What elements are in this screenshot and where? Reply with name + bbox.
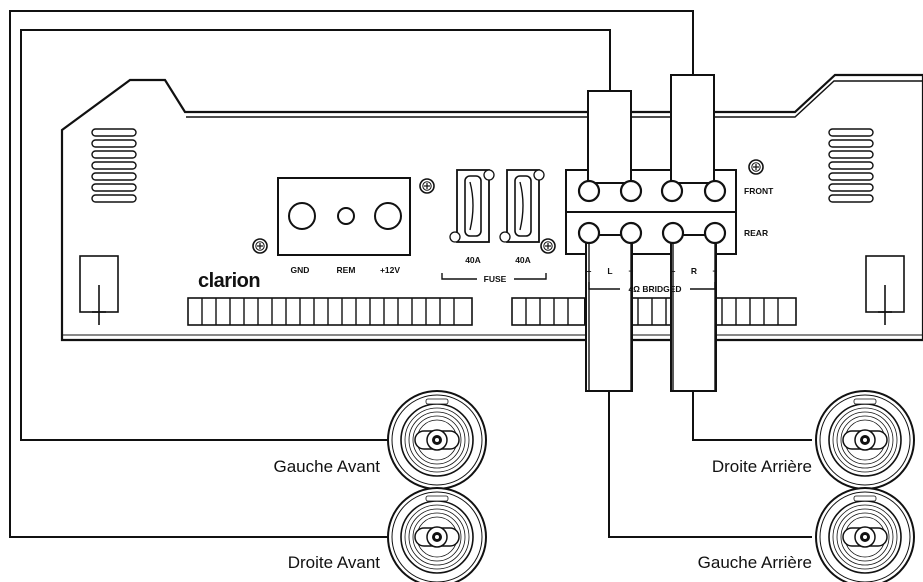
rear-left-speaker-icon xyxy=(815,487,915,582)
brand-logo: clarion xyxy=(198,270,260,292)
wire-front-right-outer xyxy=(9,10,694,538)
screw-icon xyxy=(748,159,764,175)
left-minus-mark: − xyxy=(629,266,634,276)
fuse-caption: FUSE xyxy=(484,274,507,284)
rear-left-wire-sleeve xyxy=(585,234,633,392)
front-right-speaker-icon xyxy=(387,487,487,582)
power-terminal-block xyxy=(277,177,411,256)
rear-right-wire-sleeve xyxy=(670,234,717,392)
speaker-label-front-right: Droite Avant xyxy=(288,553,381,572)
left-channel-letter: L xyxy=(607,266,612,276)
front-row-label: FRONT xyxy=(744,186,774,196)
front-left-plus-terminal-icon xyxy=(577,179,601,203)
12v-label: +12V xyxy=(380,265,400,275)
speaker-label-rear-right: Droite Arrière xyxy=(712,457,812,476)
left-heatsink-strip xyxy=(187,297,473,326)
wire-rear-right xyxy=(692,391,812,441)
12v-terminal-icon xyxy=(374,202,402,230)
front-right-minus-terminal-icon xyxy=(703,179,727,203)
fuse-2-rating: 40A xyxy=(515,255,531,265)
front-left-wire-sleeve xyxy=(587,90,632,184)
screw-icon xyxy=(252,238,268,254)
fuse-1-icon xyxy=(449,169,495,243)
rear-left-minus-terminal-icon xyxy=(619,221,643,245)
front-left-minus-terminal-icon xyxy=(619,179,643,203)
speaker-label-rear-left: Gauche Arrière xyxy=(698,553,812,572)
right-minus-mark: − xyxy=(713,266,718,276)
rear-right-speaker-icon xyxy=(815,390,915,490)
right-channel-letter: R xyxy=(691,266,697,276)
bridged-caption: 4Ω BRIDGED xyxy=(628,284,681,294)
rear-left-plus-terminal-icon xyxy=(577,221,601,245)
speaker-label-front-left: Gauche Avant xyxy=(274,457,381,476)
right-plus-mark: + xyxy=(671,266,676,276)
front-right-plus-terminal-icon xyxy=(660,179,684,203)
gnd-label: GND xyxy=(291,265,310,275)
wire-front-left-outer xyxy=(20,29,611,441)
amplifier-top-ridge xyxy=(186,80,923,118)
screw-icon xyxy=(540,238,556,254)
rem-terminal-icon xyxy=(337,207,355,225)
rem-label: REM xyxy=(337,265,356,275)
left-mount-clip-icon xyxy=(79,255,119,325)
wire-rear-left xyxy=(608,391,812,538)
front-right-wire-sleeve xyxy=(670,74,715,184)
fuse-bracket xyxy=(441,273,547,280)
right-mount-clip-icon xyxy=(865,255,905,325)
front-left-speaker-icon xyxy=(387,390,487,490)
right-heatsink-strip xyxy=(511,297,797,326)
rear-right-plus-terminal-icon xyxy=(661,221,685,245)
rear-right-minus-terminal-icon xyxy=(703,221,727,245)
left-plus-mark: + xyxy=(587,266,592,276)
fuse-1-rating: 40A xyxy=(465,255,481,265)
rear-row-label: REAR xyxy=(744,228,768,238)
gnd-terminal-icon xyxy=(288,202,316,230)
screw-icon xyxy=(419,178,435,194)
bridged-bracket xyxy=(588,282,716,290)
fuse-2-icon xyxy=(499,169,545,243)
